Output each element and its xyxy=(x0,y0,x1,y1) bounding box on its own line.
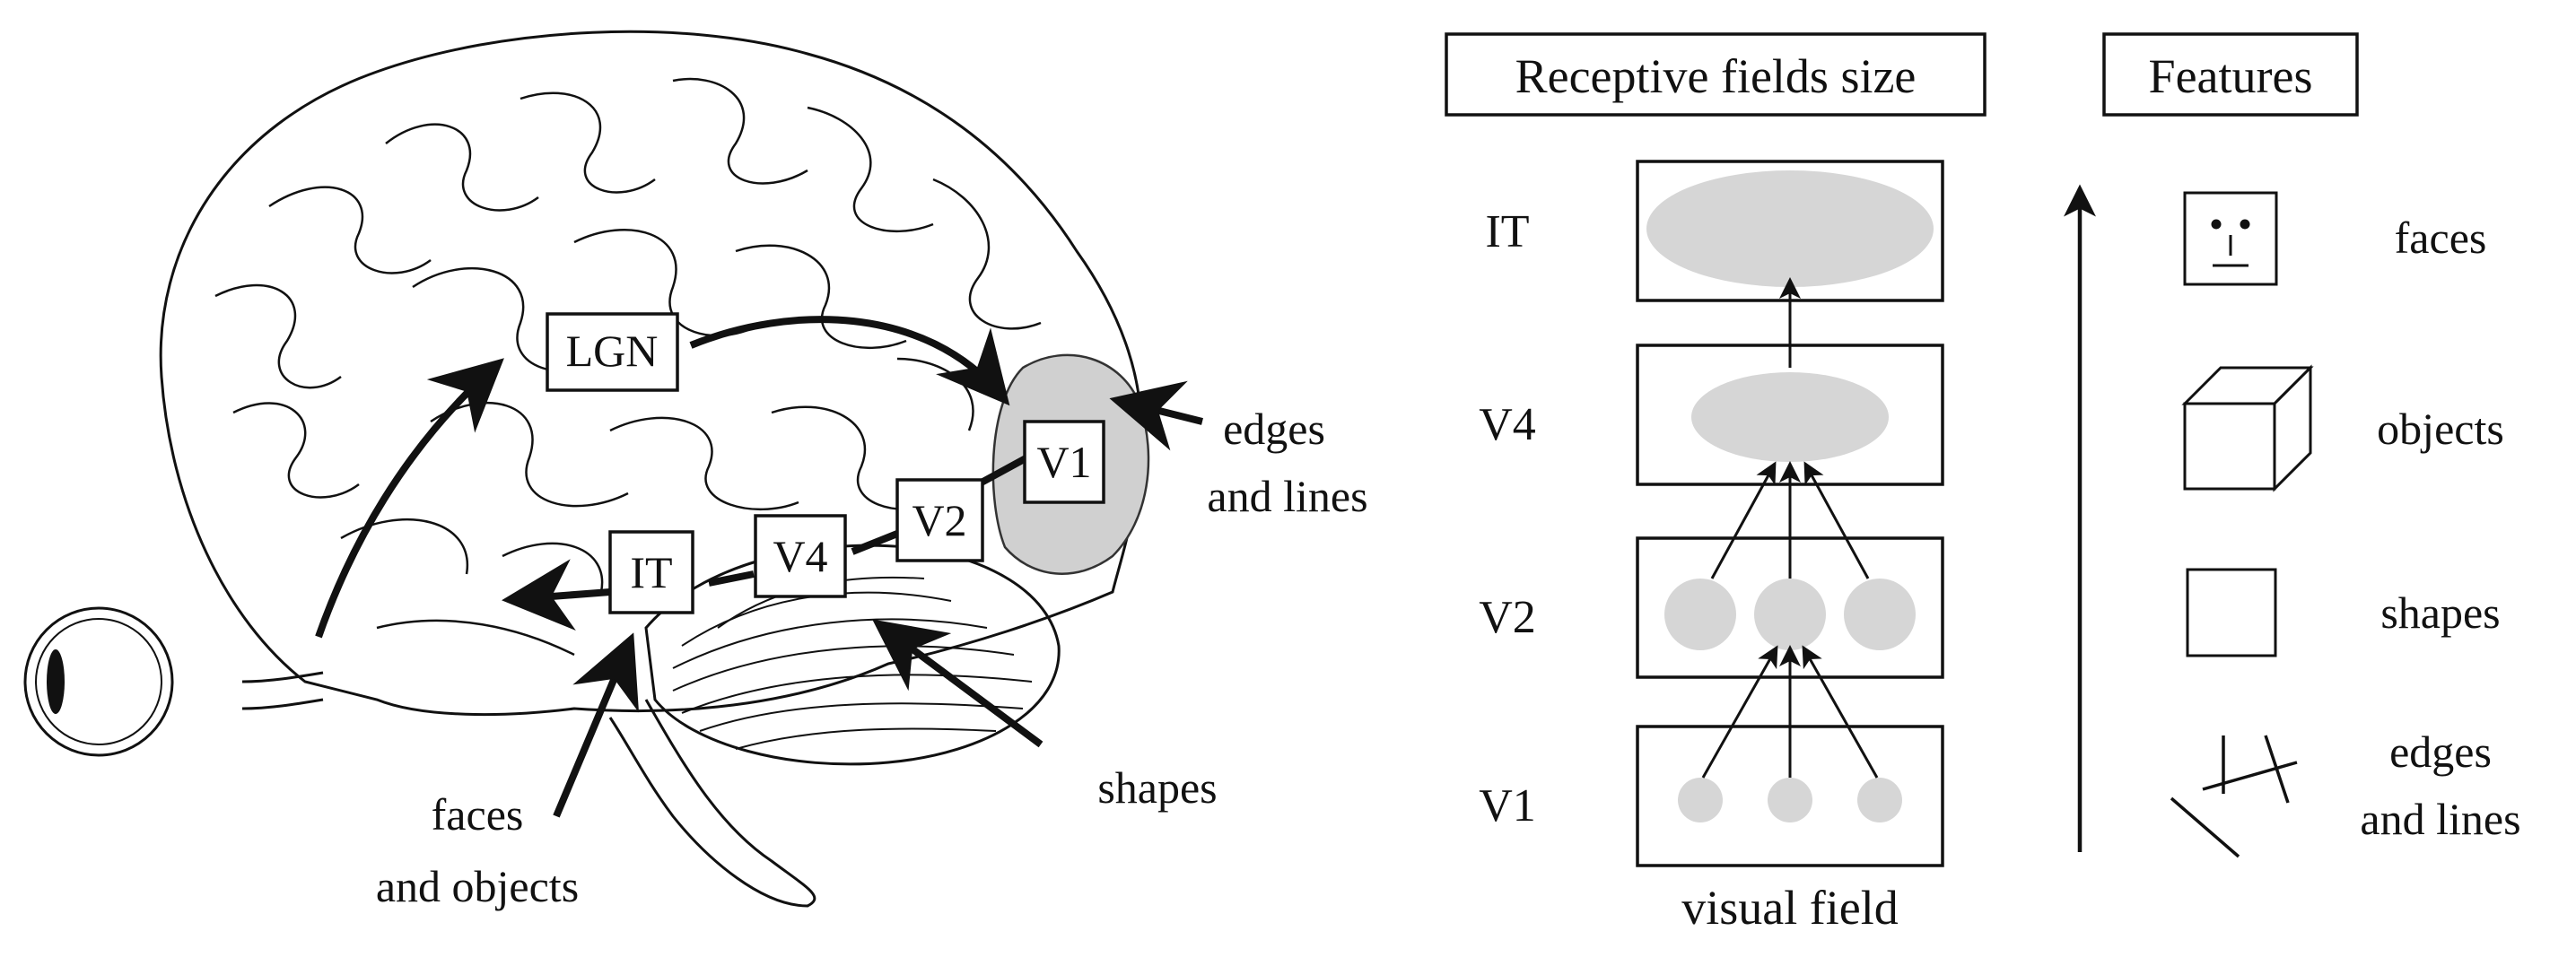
v2-box xyxy=(895,478,984,562)
it-box xyxy=(608,530,694,614)
features-panel: Features faces objects shapes xyxy=(2064,32,2521,858)
receptive-field-v4 xyxy=(1691,372,1889,462)
receptive-fields-panel: Receptive fields size IT V4 V2 V1 vi xyxy=(1445,32,1987,935)
row-label-v2: V2 xyxy=(1479,592,1536,643)
eye xyxy=(23,606,174,757)
edges-lines-icon xyxy=(2170,735,2298,858)
connector-v4-it xyxy=(708,570,755,587)
faces-annotation-line1: faces xyxy=(432,789,524,840)
arrow-shapes xyxy=(872,619,1043,748)
shapes-annotation: shapes xyxy=(1097,762,1217,813)
v4-box xyxy=(754,514,847,598)
arrow-eye-to-lgn xyxy=(315,358,504,639)
visual-field-label: visual field xyxy=(1681,881,1898,935)
arrow-v2r-to-v4 xyxy=(1803,461,1870,579)
face-icon xyxy=(2183,191,2278,286)
receptive-field-v2-right xyxy=(1844,579,1916,650)
arrow-v1l-to-v2 xyxy=(1701,645,1778,779)
feature-label-edges-line2: and lines xyxy=(2360,794,2520,844)
feature-label-objects: objects xyxy=(2377,404,2504,454)
receptive-field-v2-left xyxy=(1664,579,1736,650)
connector-v2-v4 xyxy=(851,530,899,555)
arrow-v2l-to-v4 xyxy=(1710,461,1777,579)
edges-annotation-line2: and lines xyxy=(1207,471,1367,521)
features-header-box xyxy=(2102,32,2359,117)
arrow-edges xyxy=(1109,380,1203,451)
row-label-v4: V4 xyxy=(1479,399,1536,450)
faces-annotation-line2: and objects xyxy=(376,861,579,911)
receptive-fields-header-box xyxy=(1445,32,1987,117)
row-label-v1: V1 xyxy=(1479,780,1536,831)
receptive-field-v1-right xyxy=(1857,778,1902,822)
arrow-it-out xyxy=(502,559,611,631)
receptive-field-it xyxy=(1646,170,1934,287)
lgn-box xyxy=(546,312,679,392)
pupil xyxy=(47,649,65,714)
cube-icon xyxy=(2181,364,2314,492)
optic-nerve xyxy=(241,671,324,710)
brainstem xyxy=(608,699,816,908)
v4-label: V4 xyxy=(773,531,827,581)
square-icon xyxy=(2186,568,2277,657)
cortex-outline xyxy=(159,30,1143,717)
receptive-field-v1-left xyxy=(1678,778,1723,822)
connector-v1-v2 xyxy=(976,454,1029,488)
lgn-label: LGN xyxy=(566,326,659,376)
receptive-field-v2-center xyxy=(1754,579,1826,650)
feature-label-faces: faces xyxy=(2395,213,2487,263)
receptive-field-v1-center xyxy=(1768,778,1812,822)
row-label-it: IT xyxy=(1485,206,1529,257)
v1-label: V1 xyxy=(1036,437,1091,487)
arrow-faces xyxy=(553,632,640,818)
brain-annotations: edges and lines shapes faces and objects xyxy=(376,404,1368,911)
brain-area-labels: LGN V1 V2 V4 IT xyxy=(546,312,1105,614)
edges-annotation-line1: edges xyxy=(1223,404,1325,454)
arrow-lgn-to-v1 xyxy=(689,316,1010,406)
v1-box xyxy=(1023,420,1105,504)
feature-label-edges-line1: edges xyxy=(2389,727,2492,777)
feature-label-shapes: shapes xyxy=(2380,587,2500,638)
receptive-fields-header: Receptive fields size xyxy=(1515,49,1917,103)
features-header: Features xyxy=(2149,49,2313,103)
arrow-v1r-to-v2 xyxy=(1802,645,1879,779)
it-label: IT xyxy=(630,547,672,597)
v2-label: V2 xyxy=(912,495,966,545)
